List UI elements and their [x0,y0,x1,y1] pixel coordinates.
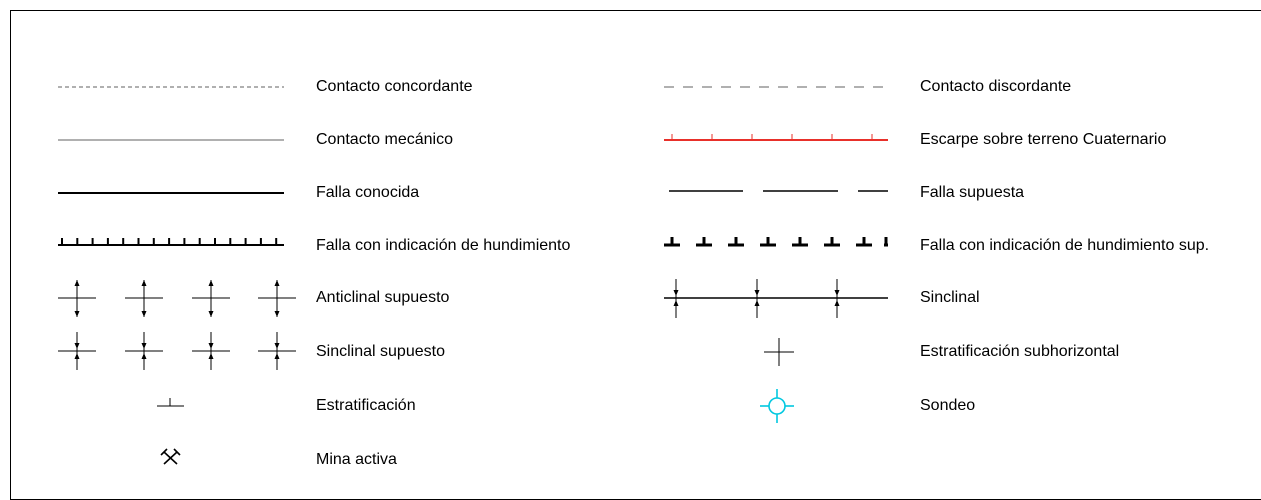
anticline-supposed-symbol [58,280,296,317]
syncline-symbol [664,279,888,318]
legend-label-fault-subsidence: Falla con indicación de hundimiento [316,237,571,254]
fault-subsidence-supposed-symbol [664,237,888,247]
syncline-supposed-symbol [58,332,296,370]
legend-label-escarpment: Escarpe sobre terreno Cuaternario [920,131,1167,148]
legend-label-contact-mechanical: Contacto mecánico [316,131,453,148]
legend-label-syncline: Sinclinal [920,289,980,306]
borehole-icon [760,389,794,423]
fault-subsidence-symbol [58,238,284,246]
legend-label-syncline-supposed: Sinclinal supuesto [316,343,445,360]
legend-label-borehole: Sondeo [920,397,976,414]
legend-label-active-mine: Mina activa [316,451,397,468]
legend-label-supposed-fault: Falla supuesta [920,184,1025,201]
bedding-symbol [157,398,184,407]
legend-label-known-fault: Falla conocida [316,184,420,201]
subhorizontal-bedding-symbol [764,338,794,366]
crossed-hammers-icon [160,448,181,465]
escarpment-symbol [664,134,888,141]
legend-label-contact-discordant: Contacto discordante [920,78,1072,95]
legend-label-bedding: Estratificación [316,397,416,414]
legend-label-subhorizontal-bedding: Estratificación subhorizontal [920,343,1120,360]
legend-label-fault-subsidence-supposed: Falla con indicación de hundimiento sup. [920,237,1210,254]
legend-label-contact-concordant: Contacto concordante [316,78,473,95]
legend-label-anticline-supposed: Anticlinal supuesto [316,289,450,306]
